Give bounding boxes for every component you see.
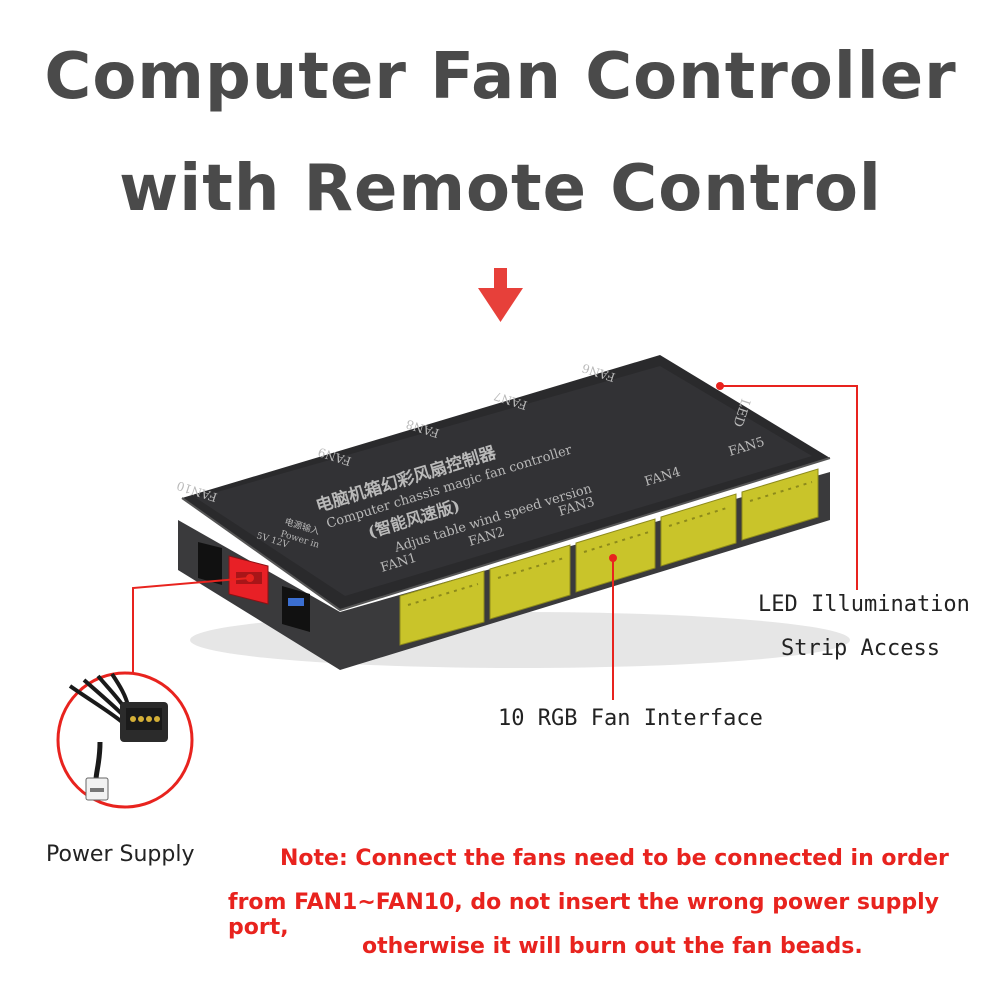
- note-line-3: otherwise it will burn out the fan beads…: [362, 934, 863, 959]
- power-supply-label: Power Supply: [46, 842, 195, 867]
- power-cable-inset: [56, 671, 194, 809]
- rgb-interface-label: 10 RGB Fan Interface: [498, 706, 763, 731]
- fan-connector-1: [399, 570, 485, 646]
- callout-lines: [132, 382, 858, 700]
- led-label-line-2: Strip Access: [781, 636, 940, 661]
- power-callout-line: [132, 577, 251, 688]
- fan-connector-5: [741, 468, 819, 541]
- page-title-line-1: Computer Fan Controller: [44, 40, 957, 114]
- fan-connector-4: [660, 493, 737, 567]
- led-label-line-1: LED Illumination: [758, 592, 970, 617]
- page-title-line-2: with Remote Control: [119, 152, 882, 226]
- note-line-2: from FAN1~FAN10, do not insert the wrong…: [228, 890, 939, 940]
- fan-connector-2: [489, 544, 571, 620]
- led-callout-line: [720, 385, 858, 590]
- fan-controller-device: [178, 355, 850, 670]
- down-arrow-icon: [478, 268, 523, 322]
- note-line-1: Note: Connect the fans need to be connec…: [280, 846, 949, 871]
